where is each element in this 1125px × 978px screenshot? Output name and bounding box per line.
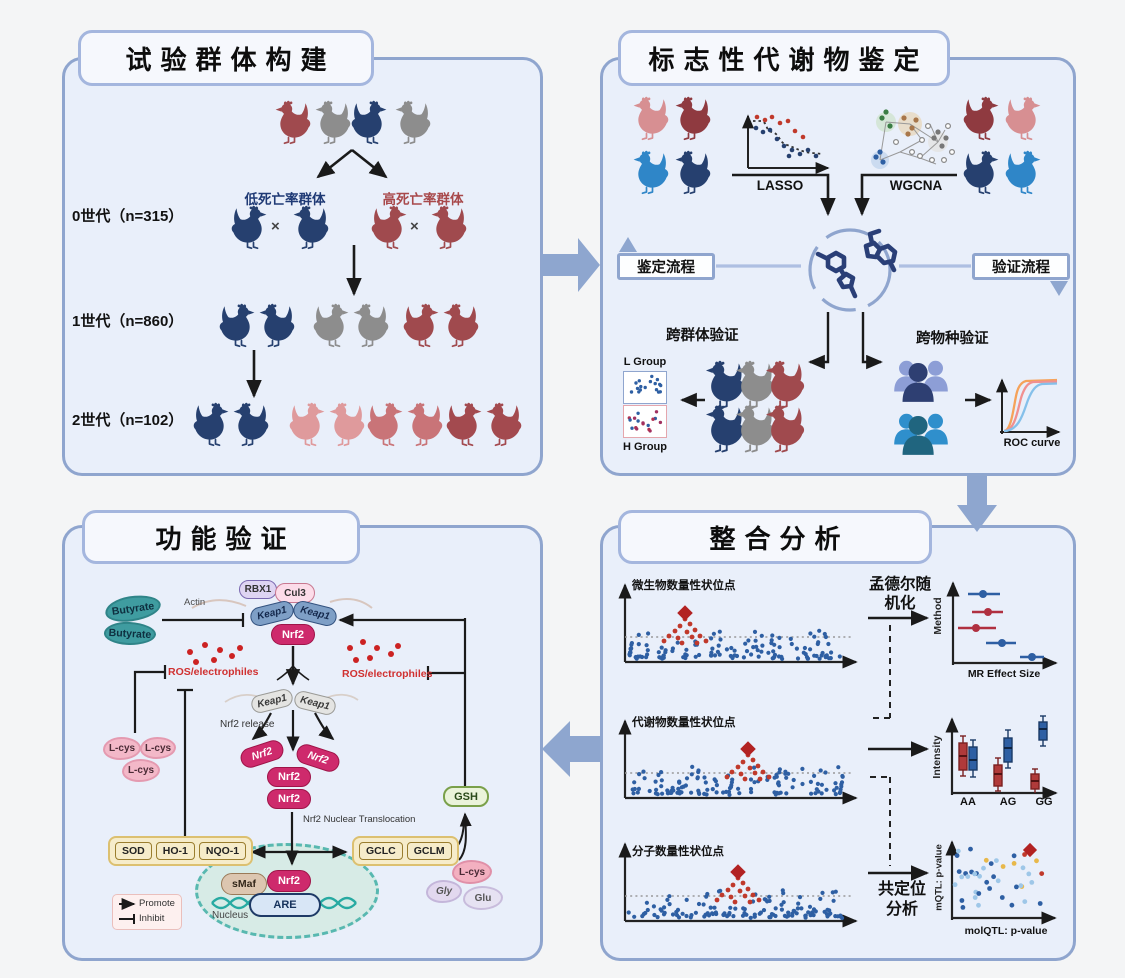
nrf2-node-complex: Nrf2 bbox=[271, 624, 315, 645]
flow-arrow-down bbox=[957, 473, 997, 532]
ho1-gene: HO-1 bbox=[155, 842, 195, 860]
cross-species-label: 跨物种验证 bbox=[916, 331, 989, 347]
smaf-node: sMaf bbox=[221, 873, 267, 895]
ros-label-right: ROS/electrophiles bbox=[342, 668, 433, 680]
gclc-gene: GCLC bbox=[359, 842, 403, 860]
ros-label-left: ROS/electrophiles bbox=[168, 666, 259, 678]
flow-arrow-left bbox=[542, 721, 602, 777]
nrf2-stack-2: Nrf2 bbox=[267, 789, 311, 809]
flow-arrow-right bbox=[541, 238, 600, 292]
high-mortality-label: 高死亡率群体 bbox=[382, 192, 464, 207]
genotype-aa-label: AA bbox=[960, 796, 976, 808]
gcl-genes-group: GCLC GCLM bbox=[352, 836, 459, 866]
gen1-label: 1世代（n=860） bbox=[72, 313, 184, 330]
nrf2-stack-1: Nrf2 bbox=[267, 767, 311, 787]
antioxidant-genes-group: SOD HO-1 NQO-1 bbox=[108, 836, 254, 866]
cross-symbol-high: × bbox=[410, 218, 419, 235]
nrf2-nucleus-node: Nrf2 bbox=[267, 870, 311, 892]
h-group-scatter-box bbox=[623, 405, 667, 438]
mr-effect-size-axis-label: MR Effect Size bbox=[967, 668, 1041, 680]
qtl-mol-label: 分子数量性状位点 bbox=[632, 846, 724, 858]
lcys-node-right: L-cys bbox=[452, 860, 492, 884]
lcys-node-2: L-cys bbox=[140, 737, 176, 759]
cross-symbol-low: × bbox=[271, 218, 280, 235]
genotype-ag-label: AG bbox=[999, 796, 1017, 808]
val-flow-down-triangle bbox=[1050, 281, 1068, 296]
gly-node: Gly bbox=[426, 880, 462, 903]
nqo1-gene: NQO-1 bbox=[198, 842, 247, 860]
roc-curve-label: ROC curve bbox=[1003, 437, 1061, 449]
are-node: ARE bbox=[249, 893, 321, 917]
lasso-label: LASSO bbox=[756, 178, 804, 193]
colocalization-label: 共定位分析 bbox=[877, 881, 926, 918]
wgcna-label: WGCNA bbox=[889, 178, 943, 193]
nuclear-translocation-label: Nrf2 Nuclear Translocation bbox=[303, 814, 416, 825]
lcys-node-3: L-cys bbox=[122, 759, 160, 782]
function-panel-title: 功能验证 bbox=[82, 510, 360, 564]
metabolite-panel-title: 标志性代谢物鉴定 bbox=[618, 30, 950, 86]
rbx1-node: RBX1 bbox=[239, 580, 277, 599]
validation-flow-box: 验证流程 bbox=[972, 253, 1070, 280]
actin-label: Actin bbox=[184, 597, 206, 608]
intensity-axis-label: Intensity bbox=[931, 735, 943, 779]
qtl-micro-label: 微生物数量性状位点 bbox=[632, 580, 736, 592]
low-mortality-label: 低死亡率群体 bbox=[244, 192, 326, 207]
nrf2-release-label: Nrf2 release bbox=[220, 719, 275, 730]
molqtl-axis-label: molQTL: p-value bbox=[964, 925, 1048, 937]
panel-integration bbox=[600, 525, 1076, 961]
integration-panel-title: 整合分析 bbox=[618, 510, 932, 564]
inhibit-legend-label: Inhibit bbox=[139, 913, 165, 924]
glu-node: Glu bbox=[463, 886, 503, 910]
id-flow-up-triangle bbox=[619, 237, 637, 252]
gen2-label: 2世代（n=102） bbox=[72, 412, 184, 429]
method-axis-label: Method bbox=[932, 597, 944, 635]
identification-flow-box: 鉴定流程 bbox=[617, 253, 715, 280]
sod-gene: SOD bbox=[115, 842, 152, 860]
qtl-metab-label: 代谢物数量性状位点 bbox=[632, 717, 736, 729]
gsh-node: GSH bbox=[443, 786, 489, 807]
mendelian-randomization-label: 孟德尔随机化 bbox=[868, 576, 931, 613]
gclm-gene: GCLM bbox=[406, 842, 452, 860]
cul3-node: Cul3 bbox=[275, 583, 315, 603]
mqtl-axis-label: mQTL: p-value bbox=[933, 844, 945, 911]
l-group-label: L Group bbox=[623, 356, 667, 368]
genotype-gg-label: GG bbox=[1035, 796, 1053, 808]
h-group-label: H Group bbox=[623, 441, 667, 453]
nucleus-label: Nucleus bbox=[212, 910, 249, 921]
l-group-scatter-box bbox=[623, 371, 667, 404]
cross-population-label: 跨群体验证 bbox=[666, 328, 739, 344]
gen0-label: 0世代（n=315） bbox=[72, 208, 184, 225]
population-panel-title: 试验群体构建 bbox=[78, 30, 374, 86]
promote-legend-label: Promote bbox=[139, 898, 175, 909]
